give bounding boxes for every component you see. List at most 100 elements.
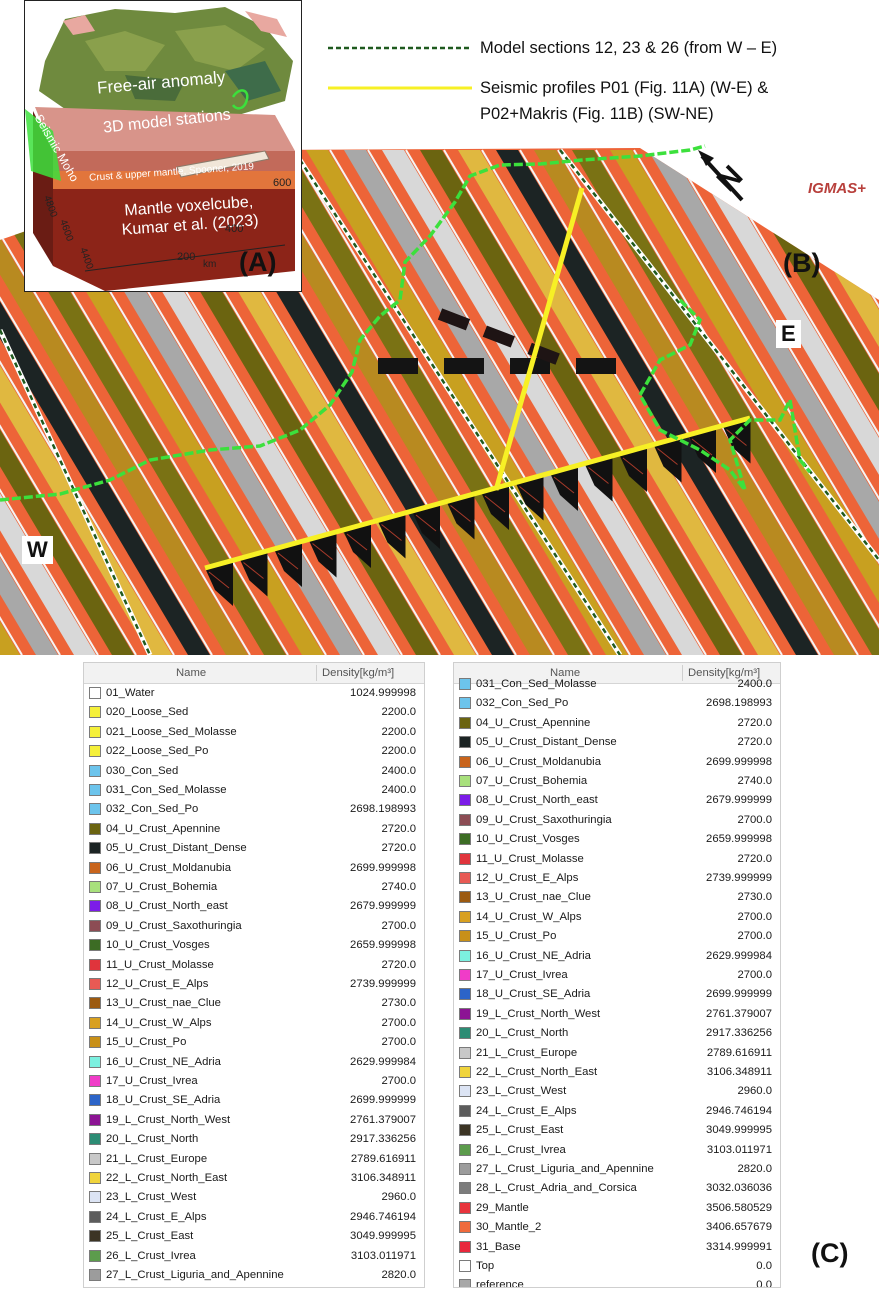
inset-km-600: 600 <box>273 177 292 189</box>
model-section-23 <box>297 158 623 657</box>
table-right-col-name[interactable]: Name <box>550 667 581 679</box>
body-density: 2789.616911 <box>350 1152 416 1165</box>
body-density: 2629.999984 <box>706 949 772 962</box>
body-name: 12_U_Crust_E_Alps <box>476 872 579 884</box>
table-left-col-density[interactable]: Density[kg/m³] <box>322 667 395 679</box>
body-density: 2659.999998 <box>350 939 416 952</box>
color-swatch <box>89 725 101 738</box>
body-name: 15_U_Crust_Po <box>106 1036 187 1049</box>
body-density: 3506.580529 <box>706 1201 772 1214</box>
body-density: 3103.011971 <box>350 1249 416 1262</box>
body-density: 2960.0 <box>381 1191 416 1204</box>
west-label: W <box>22 536 53 564</box>
color-swatch <box>459 775 471 787</box>
profile-dashed-black <box>378 308 640 374</box>
color-swatch <box>89 1152 101 1165</box>
color-swatch <box>89 1094 101 1107</box>
color-swatch <box>459 813 471 826</box>
body-density: 2820.0 <box>381 1269 416 1281</box>
body-name: 01_Water <box>106 687 155 699</box>
slice-edge <box>0 149 61 655</box>
color-swatch <box>89 1036 101 1049</box>
body-name: 14_U_Crust_W_Alps <box>476 910 582 923</box>
body-name: 28_L_Crust_Adria_and_Corsica <box>476 1182 637 1195</box>
body-name: 07_U_Crust_Bohemia <box>106 881 218 893</box>
body-name: 17_U_Crust_Ivrea <box>476 969 568 981</box>
color-swatch <box>459 988 471 1001</box>
slice-edge <box>405 149 707 655</box>
table-right-col-density[interactable]: Density[kg/m³] <box>688 667 761 679</box>
color-swatch <box>459 697 471 710</box>
color-swatch <box>89 842 101 855</box>
color-swatch <box>459 794 471 807</box>
slice-edge <box>329 149 631 655</box>
table-left-col-name[interactable]: Name <box>176 667 207 679</box>
crust-slice <box>0 150 210 655</box>
seismic-reflector <box>415 514 437 532</box>
